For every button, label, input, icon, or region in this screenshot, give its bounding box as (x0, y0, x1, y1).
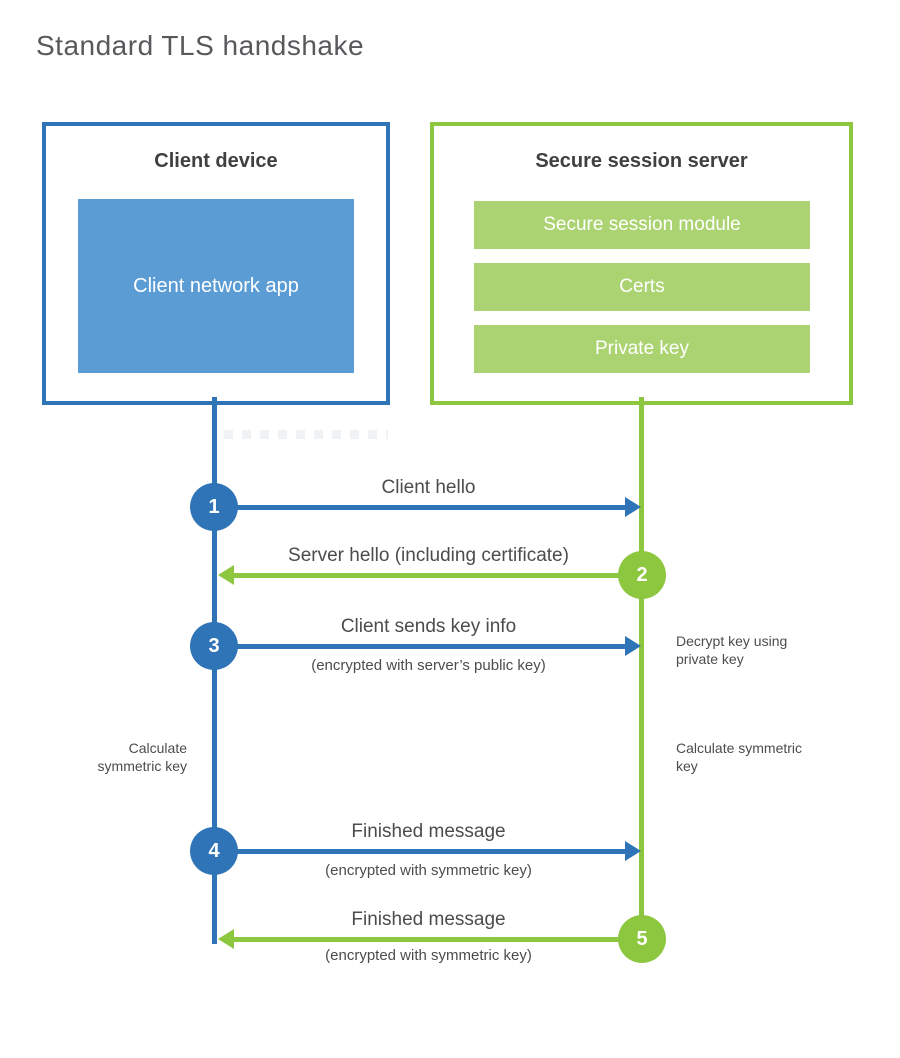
step-4-label: Finished message (351, 821, 506, 842)
client-lifeline (212, 397, 217, 944)
step-4-sublabel: (encrypted with symmetric key) (325, 862, 532, 879)
step-5-sublabel: (encrypted with symmetric key) (325, 947, 532, 964)
step-3-sublabel: (encrypted with server’s public key) (311, 657, 546, 674)
step-3-arrow-line (214, 644, 625, 649)
step-4-badge: 4 (190, 827, 238, 875)
step-1-label: Client hello (381, 477, 476, 498)
note-calculate-symmetric-key-client: Calculate symmetric key (97, 740, 187, 775)
secure-session-module-bar: Secure session module (474, 201, 810, 249)
note-calculate-symmetric-key-server: Calculate symmetric key (676, 740, 803, 775)
step-1-badge: 1 (190, 483, 238, 531)
client-network-app-box: Client network app (78, 199, 354, 373)
step-2-arrowhead-left-icon (218, 565, 234, 585)
step-5-badge: 5 (618, 915, 666, 963)
step-2-badge: 2 (618, 551, 666, 599)
step-4-arrowhead-right-icon (625, 841, 641, 861)
page-title: Standard TLS handshake (36, 30, 365, 61)
step-1-arrowhead-right-icon (625, 497, 641, 517)
step-5-arrowhead-left-icon (218, 929, 234, 949)
faint-dashed-line (224, 430, 388, 439)
client-device-title: Client device (154, 150, 278, 172)
step-3-arrowhead-right-icon (625, 636, 641, 656)
step-3-label: Client sends key info (340, 616, 517, 637)
step-2-label: Server hello (including certificate) (288, 545, 569, 566)
step-3-badge: 3 (190, 622, 238, 670)
certs-bar: Certs (474, 263, 810, 311)
note-decrypt-key: Decrypt key using private key (676, 633, 788, 668)
client-device-box: Client device Client network app (42, 122, 390, 405)
secure-session-server-box: Secure session server Secure session mod… (430, 122, 853, 405)
step-5-arrow-line (232, 937, 642, 942)
private-key-bar: Private key (474, 325, 810, 373)
step-1-arrow-line (214, 505, 625, 510)
step-4-arrow-line (214, 849, 625, 854)
step-2-arrow-line (232, 573, 642, 578)
server-lifeline (639, 397, 644, 941)
secure-session-server-title: Secure session server (535, 150, 748, 172)
step-5-label: Finished message (351, 909, 506, 930)
